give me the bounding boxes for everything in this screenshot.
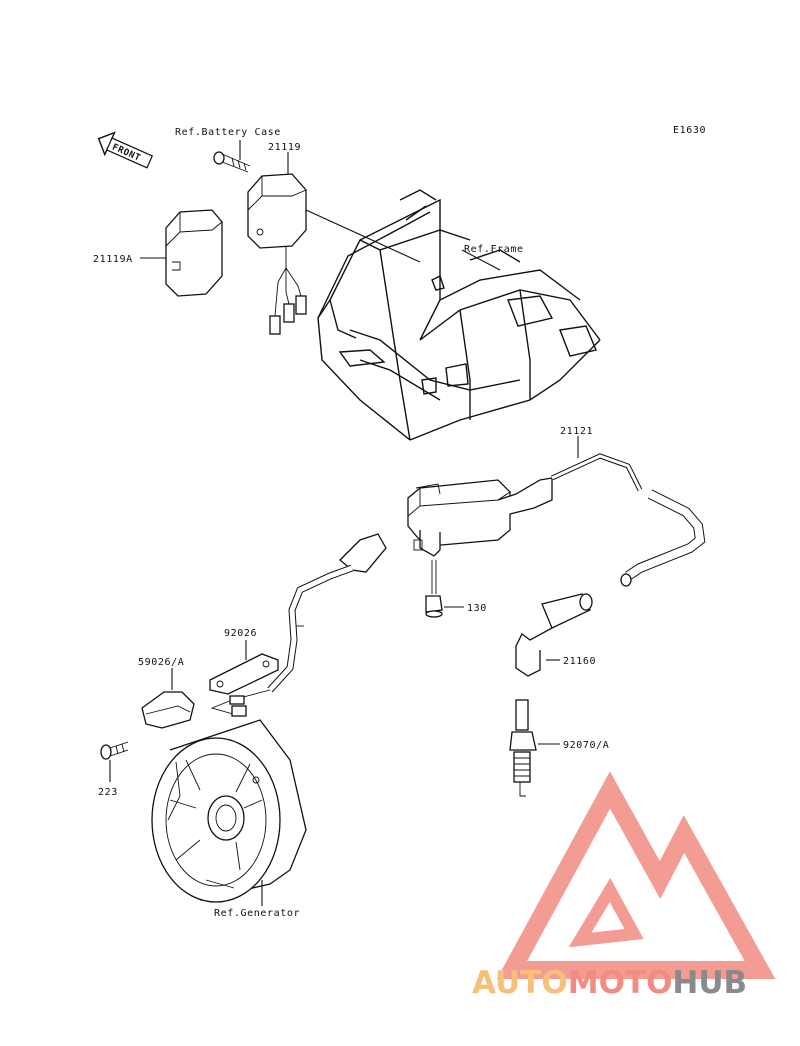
ignition-coil-21121 (407, 453, 706, 587)
label-ref-generator: Ref.Generator (214, 908, 300, 919)
regulator-21119a (165, 209, 223, 297)
bolt-130 (425, 560, 443, 618)
relay-21119 (247, 173, 307, 335)
screw-223 (100, 741, 129, 760)
spark-plug-92070a (509, 699, 537, 797)
label-59026a: 59026/A (138, 657, 184, 668)
automotohub-logo (496, 771, 776, 979)
label-21121: 21121 (560, 426, 593, 437)
pickup-coil-59026a (141, 691, 195, 729)
label-21119a: 21119A (93, 254, 133, 265)
label-92026: 92026 (224, 628, 257, 639)
automotohub-wordmark: AUTOMOTOHUB (472, 965, 747, 1001)
plug-cap-21160 (515, 593, 593, 677)
diagram-code: E1630 (673, 125, 706, 136)
front-arrow-icon: FRONT (97, 131, 154, 169)
clamp-92026 (209, 653, 279, 695)
label-92070a: 92070/A (563, 740, 609, 751)
label-ref-battery-case: Ref.Battery Case (175, 127, 281, 138)
label-21160: 21160 (563, 656, 596, 667)
label-21119: 21119 (268, 142, 301, 153)
label-223: 223 (98, 787, 118, 798)
frame-ref (317, 189, 601, 441)
label-ref-frame: Ref.Frame (464, 244, 524, 255)
label-130: 130 (467, 603, 487, 614)
generator-flywheel (151, 719, 307, 903)
bolt-part (213, 151, 251, 173)
wire-harness (210, 533, 387, 717)
